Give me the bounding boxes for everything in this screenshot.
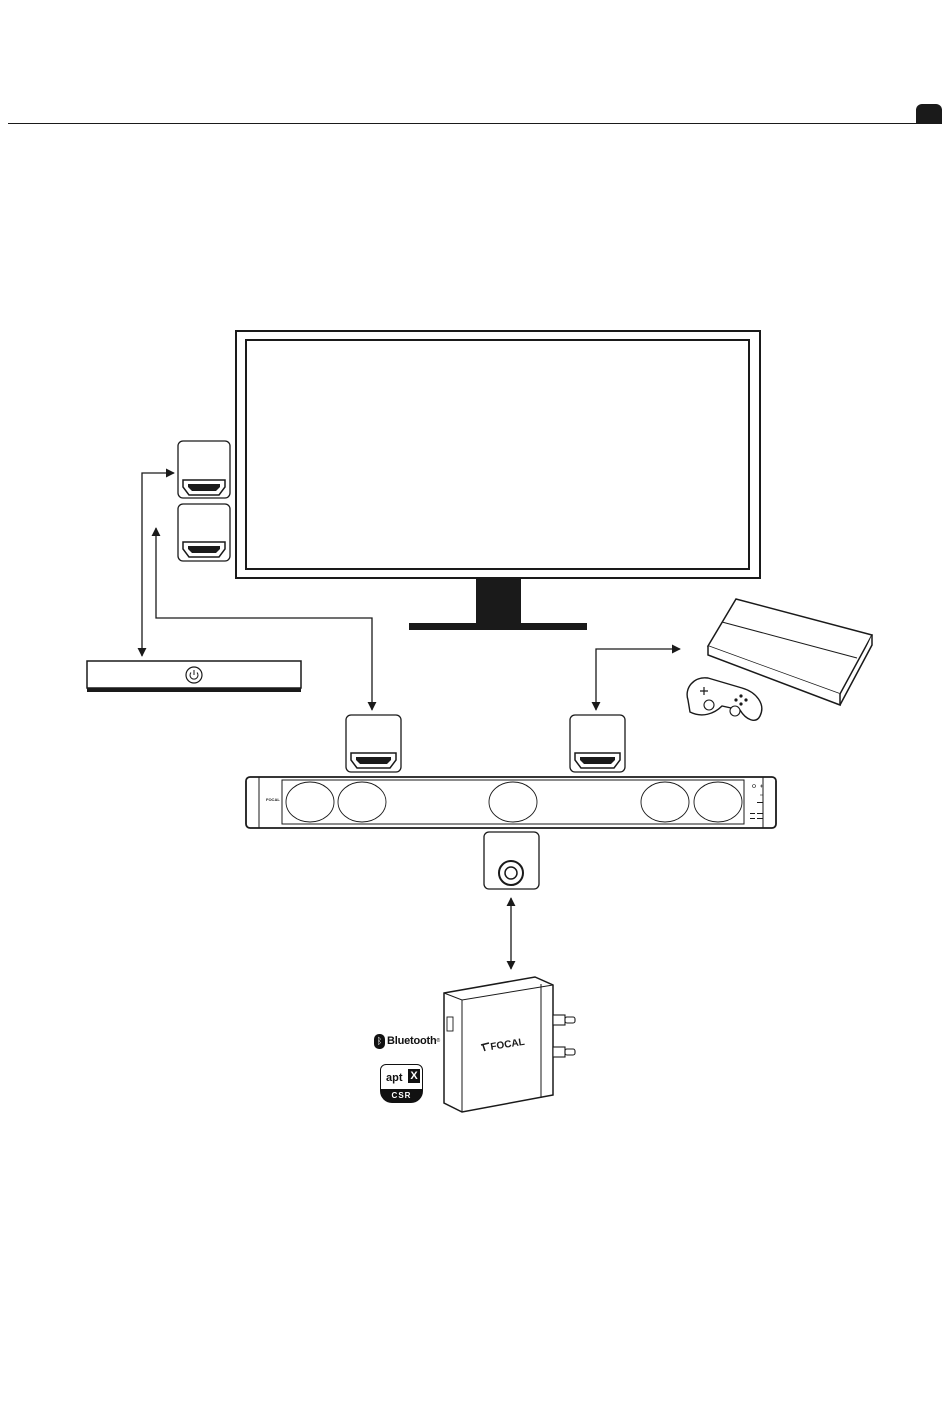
tv-stand-neck [476, 578, 521, 623]
aptx-csr-label: CSR [380, 1089, 423, 1103]
soundbar-analog-port [484, 832, 539, 889]
rca-connector-top [553, 1015, 575, 1025]
aptx-word: apt [386, 1072, 403, 1084]
bluetooth-logo: ᛒ Bluetooth ® [374, 1032, 440, 1050]
cable-settop-to-tv [142, 473, 174, 656]
soundbar-brand: FOCAL [266, 797, 280, 802]
tv-stand-base [409, 623, 587, 630]
set-top-box [87, 661, 301, 692]
soundbar: FOCAL [246, 777, 776, 828]
gamepad-icon [687, 678, 762, 720]
aptx-logo: apt X CSR [380, 1064, 423, 1104]
bluetooth-label: Bluetooth [387, 1035, 437, 1047]
tv-hdmi-port-2 [178, 504, 230, 561]
tv [236, 331, 760, 630]
bluetooth-registered-mark: ® [437, 1038, 441, 1044]
tv-hdmi-port-1 [178, 441, 230, 498]
cable-console-to-soundbar [596, 649, 680, 710]
soundbar-hdmi-arc-port [570, 715, 625, 772]
bluetooth-receiver: FOCAL [444, 977, 575, 1112]
bluetooth-icon: ᛒ [374, 1034, 385, 1049]
soundbar-hdmi-in-port [346, 715, 401, 772]
aptx-mark: X [408, 1069, 420, 1083]
rca-connector-bottom [553, 1047, 575, 1057]
